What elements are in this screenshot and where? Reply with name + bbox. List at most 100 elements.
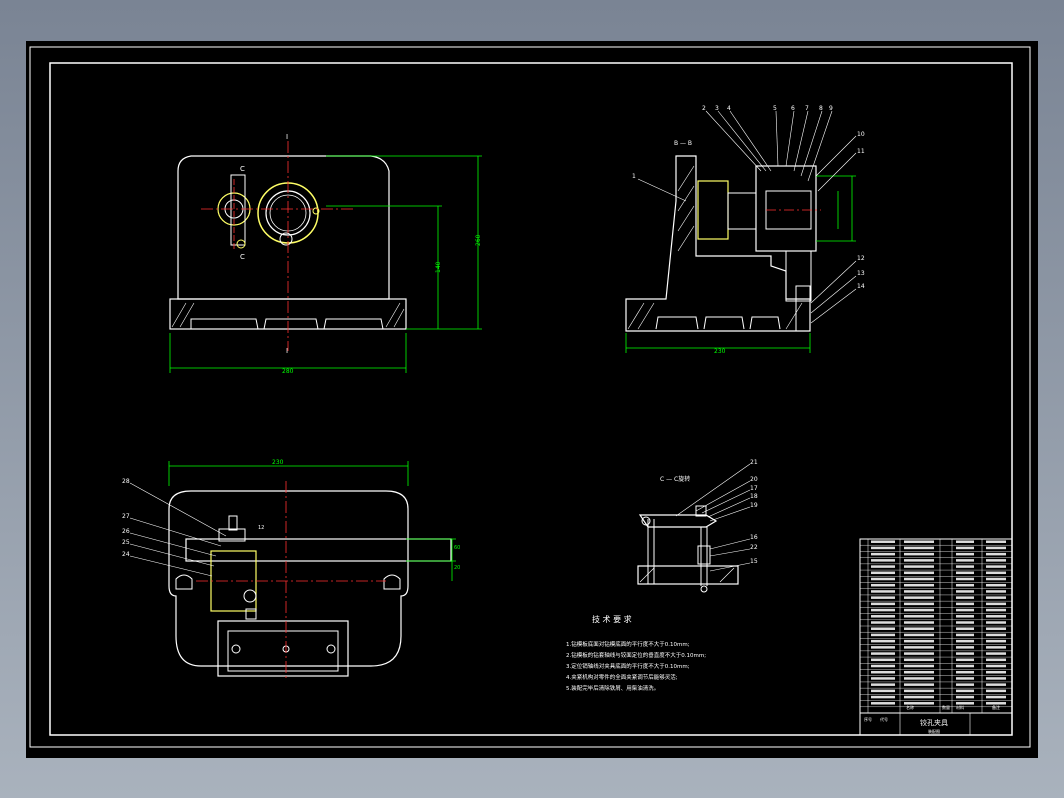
balloon-26: 26 (122, 528, 130, 535)
balloon-20: 20 (750, 476, 758, 483)
balloon-17: 17 (750, 485, 758, 492)
balloon-18: 18 (750, 493, 758, 500)
bom-cell-code (871, 608, 895, 612)
bom-cell-mat (956, 627, 974, 630)
bom-cell-code (871, 546, 895, 550)
bom-cell-name (904, 608, 934, 612)
title-block: 铰孔夹具 装配图 序号 代号 名称 数量 材料 备注 (859, 704, 1013, 736)
bom-cell-name (904, 552, 934, 556)
bom-cell-name (904, 621, 934, 624)
bom-cell-mat (956, 702, 974, 705)
bom-cell-note (986, 546, 1006, 550)
bom-cell-note (986, 583, 1006, 587)
bom-cell-note (986, 664, 1006, 668)
balloon-25: 25 (122, 539, 130, 546)
bom-cell-note (986, 627, 1006, 630)
bom-header-no: 序号 (864, 716, 872, 722)
cut-mark-top: I (286, 133, 288, 141)
tech-req-title: 技 术 要 求 (592, 614, 632, 624)
bom-cell-mat (956, 546, 974, 550)
bom-cell-mat (956, 677, 974, 680)
balloon-13: 13 (857, 270, 865, 277)
bom-cell-code (871, 664, 895, 668)
bom-cell-code (871, 590, 895, 593)
bom-cell-name (904, 689, 934, 693)
bom-cell-note (986, 559, 1006, 562)
bom-cell-code (871, 695, 895, 699)
cad-viewport[interactable]: I I C C 280 260 140 B — B (26, 41, 1038, 758)
bom-cell-code (871, 615, 895, 618)
balloon-7: 7 (805, 105, 809, 112)
bom-cell-mat (956, 633, 974, 637)
bom-cell-note (986, 702, 1006, 705)
side-view: B — B 230 (625, 105, 865, 355)
bom-cell-mat (956, 540, 974, 543)
bom-cell-code (871, 670, 895, 674)
bom-cell-note (986, 677, 1006, 680)
section-cc-label: C — C旋转 (660, 475, 690, 483)
dim-top-width: 230 (272, 459, 284, 466)
bom-cell-mat (956, 608, 974, 612)
bom-cell-mat (956, 683, 974, 686)
bom-cell-name (904, 577, 934, 581)
bom-cell-code (871, 677, 895, 680)
bom-cell-name (904, 677, 934, 680)
bom-cell-note (986, 689, 1006, 693)
bom-cell-note (986, 565, 1006, 568)
bom-cell-mat (956, 577, 974, 581)
bom-cell-code (871, 559, 895, 562)
cut-mark-c-bottom: C (240, 253, 245, 261)
front-view: I I C C 280 260 140 (169, 133, 482, 375)
bom-cell-note (986, 658, 1006, 662)
bom-cell-name (904, 583, 934, 587)
bom-cell-mat (956, 596, 974, 599)
bom-cell-name (904, 590, 934, 593)
bom-cell-name (904, 702, 934, 705)
bom-cell-code (871, 658, 895, 662)
bom-cell-note (986, 596, 1006, 599)
bom-cell-code (871, 627, 895, 630)
bom-cell-code (871, 702, 895, 705)
balloon-24: 24 (122, 551, 130, 558)
bom-cell-note (986, 552, 1006, 556)
tech-req-2: 2.钻模板的钻套轴线与铰面定位的垂直度不大于0.10mm; (566, 651, 706, 659)
balloon-5: 5 (773, 105, 777, 112)
bom-cell-note (986, 540, 1006, 543)
bom-cell-mat (956, 695, 974, 699)
tech-req-1: 1.钻模板底面对钻模底面的平行度不大于0.10mm; (566, 640, 690, 648)
dim-small-b: 20 (454, 565, 460, 571)
bom-cell-note (986, 602, 1006, 606)
bom-cell-name (904, 639, 934, 643)
balloon-27: 27 (122, 513, 130, 520)
cut-mark-bottom: I (286, 347, 288, 355)
bom-cell-note (986, 683, 1006, 686)
bom-cell-mat (956, 559, 974, 562)
bom-cell-note (986, 590, 1006, 593)
bom-cell-mat (956, 646, 974, 649)
bom-cell-name (904, 615, 934, 618)
bom-cell-mat (956, 689, 974, 693)
bom-cell-name (904, 670, 934, 674)
tech-requirements: 技 术 要 求 1.钻模板底面对钻模底面的平行度不大于0.10mm; 2.钻模板… (566, 614, 706, 692)
bom-cell-mat (956, 590, 974, 593)
bom-cell-name (904, 540, 934, 543)
bom-cell-mat (956, 571, 974, 575)
balloon-16: 16 (750, 534, 758, 541)
bom-cell-mat (956, 670, 974, 674)
balloon-14: 14 (857, 283, 865, 290)
bom-cell-code (871, 621, 895, 624)
bom-cell-name (904, 571, 934, 575)
bom-cell-name (904, 559, 934, 562)
bom-cell-code (871, 683, 895, 686)
bom-cell-mat (956, 602, 974, 606)
bom-cell-name (904, 627, 934, 630)
outer-frame (29, 46, 1031, 748)
bom-cell-mat (956, 583, 974, 587)
balloon-22: 22 (750, 544, 758, 551)
bom-cell-name (904, 546, 934, 550)
bom-cell-note (986, 615, 1006, 618)
bom-header-mat: 材料 (956, 704, 964, 710)
bom-cell-mat (956, 639, 974, 643)
bom-cell-note (986, 646, 1006, 649)
dim-small-c: 12 (258, 525, 264, 531)
